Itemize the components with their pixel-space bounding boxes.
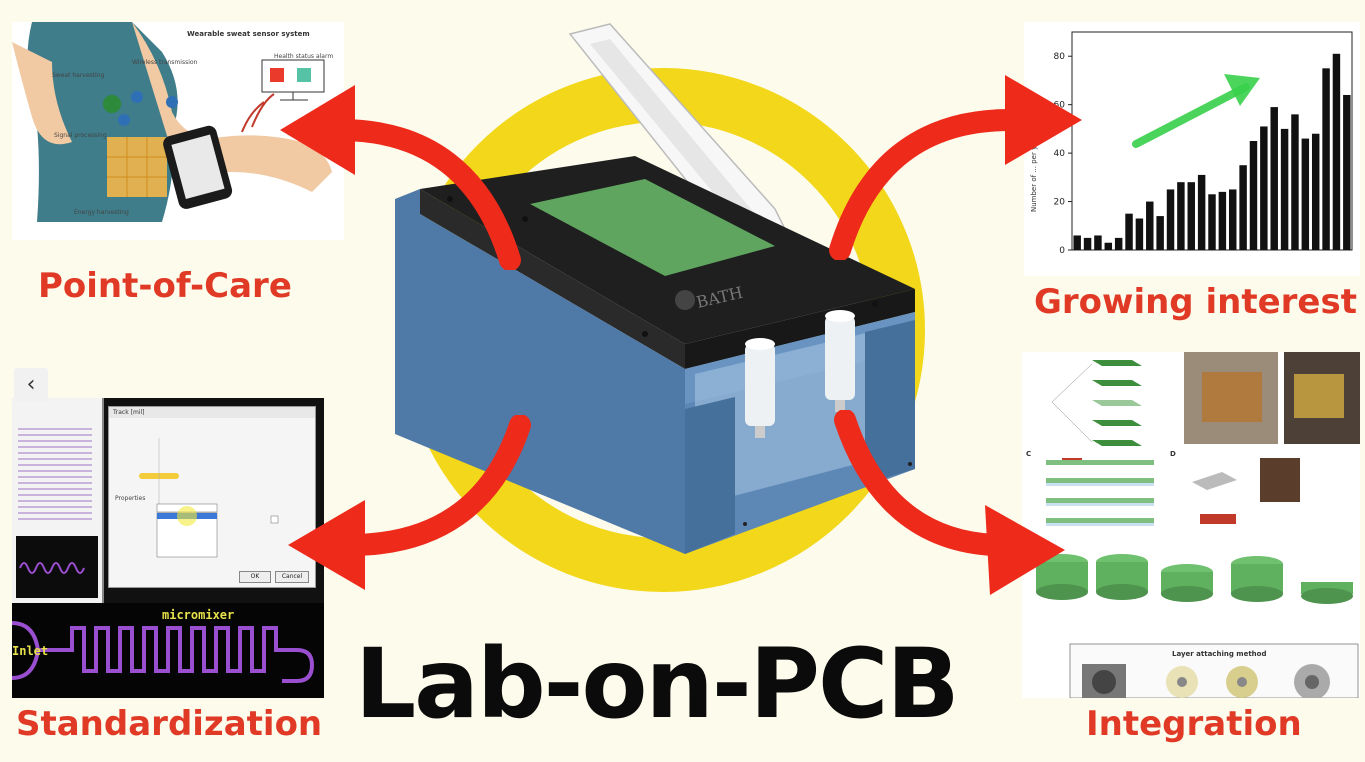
label-point-of-care: Point-of-Care — [38, 266, 292, 306]
pcb-device: BATH — [395, 23, 915, 554]
chart-ytick-label-0: 0 — [1059, 246, 1065, 256]
cancel-button[interactable]: Cancel — [275, 571, 309, 583]
chart-bar-0 — [1073, 235, 1081, 250]
chart-bar-11 — [1187, 182, 1195, 250]
chart-bar-4 — [1114, 237, 1123, 250]
chart-bar-20 — [1280, 128, 1289, 250]
chart-bar-25 — [1332, 53, 1341, 250]
file-pane — [12, 398, 104, 603]
chart-bar-5 — [1125, 213, 1133, 250]
chart-ytick-label-1: 20 — [1054, 198, 1066, 208]
pcb-design-software: Track [mil] Properties OK Cancel micromi… — [12, 398, 324, 698]
chart-bar-23 — [1311, 133, 1320, 250]
layer-stack-icon — [1051, 360, 1142, 446]
chart-bar-19 — [1270, 107, 1278, 250]
integration-figure: C D — [1022, 352, 1360, 698]
chart-bar-16 — [1239, 165, 1247, 250]
wearable-label-1: Wireless transmission — [132, 59, 198, 66]
assembly-steps — [1036, 554, 1353, 604]
chart-bar-14 — [1218, 191, 1227, 250]
ok-button[interactable]: OK — [239, 571, 271, 583]
wearable-label-0: Sweat harvesting — [52, 72, 104, 79]
growth-chart: 0 20 40 60 80 Number of ... per year — [1024, 22, 1360, 276]
chart-bar-1 — [1083, 237, 1092, 250]
inlet-label: Inlet — [12, 644, 48, 658]
port-cylinder-2 — [825, 316, 855, 400]
track-dialog: Track [mil] Properties OK Cancel — [108, 406, 316, 588]
chart-bar-18 — [1260, 126, 1268, 250]
label-growing-interest: Growing interest — [1034, 282, 1357, 322]
growth-chart-svg: 0 20 40 60 80 Number of ... per year — [1030, 31, 1353, 256]
chart-bar-6 — [1135, 218, 1144, 250]
chart-bar-26 — [1343, 94, 1351, 250]
chart-ytick-label-4: 80 — [1054, 52, 1066, 62]
chart-ylabel: Number of ... per year — [1030, 134, 1038, 212]
chart-bar-2 — [1094, 235, 1102, 250]
wearable-title: Wearable sweat sensor system — [187, 30, 310, 38]
chart-bar-13 — [1208, 194, 1216, 250]
chart-bar-15 — [1229, 189, 1237, 250]
chart-bar-24 — [1322, 68, 1330, 250]
wearable-label-3: Signal processing — [54, 132, 107, 139]
chart-bar-10 — [1177, 182, 1185, 250]
chart-bar-21 — [1291, 114, 1299, 250]
chart-bar-3 — [1104, 242, 1113, 250]
label-standardization: Standardization — [16, 704, 323, 744]
label-integration: Integration — [1086, 704, 1302, 744]
layer-method-label: Layer attaching method — [1172, 650, 1266, 658]
chart-bar-7 — [1146, 201, 1154, 250]
trend-arrow-icon — [1132, 74, 1260, 148]
wearable-sensor-figure: Wearable sweat sensor system Sweat harve… — [12, 22, 344, 240]
properties-label: Properties — [115, 495, 145, 502]
chart-bar-9 — [1166, 189, 1175, 250]
chart-ytick-label-3: 60 — [1054, 101, 1066, 111]
arrow-top-left — [280, 85, 521, 270]
chart-bar-12 — [1197, 174, 1206, 250]
main-title: Lab-on-PCB — [355, 628, 960, 740]
micromixer-label: micromixer — [162, 608, 234, 622]
port-cylinder-1 — [745, 344, 775, 426]
previous-slide-button[interactable]: ‹ — [14, 368, 48, 402]
chart-bar-22 — [1301, 138, 1310, 250]
panel-d-label: D — [1170, 450, 1176, 458]
arrow-top-right — [829, 75, 1082, 260]
chart-ytick-label-2: 40 — [1054, 149, 1066, 159]
dialog-title: Track [mil] — [109, 407, 315, 418]
wearable-label-2: Health status alarm — [274, 53, 333, 60]
panel-c-label: C — [1026, 450, 1031, 458]
arrow-bottom-left — [288, 415, 531, 590]
chevron-left-icon: ‹ — [26, 372, 36, 397]
arrow-bottom-right — [834, 410, 1065, 595]
wearable-label-4: Energy harvesting — [74, 209, 129, 216]
chart-bar-17 — [1249, 141, 1258, 250]
micromixer-trace: micromixer Inlet — [12, 603, 324, 698]
chart-bar-8 — [1156, 216, 1164, 250]
